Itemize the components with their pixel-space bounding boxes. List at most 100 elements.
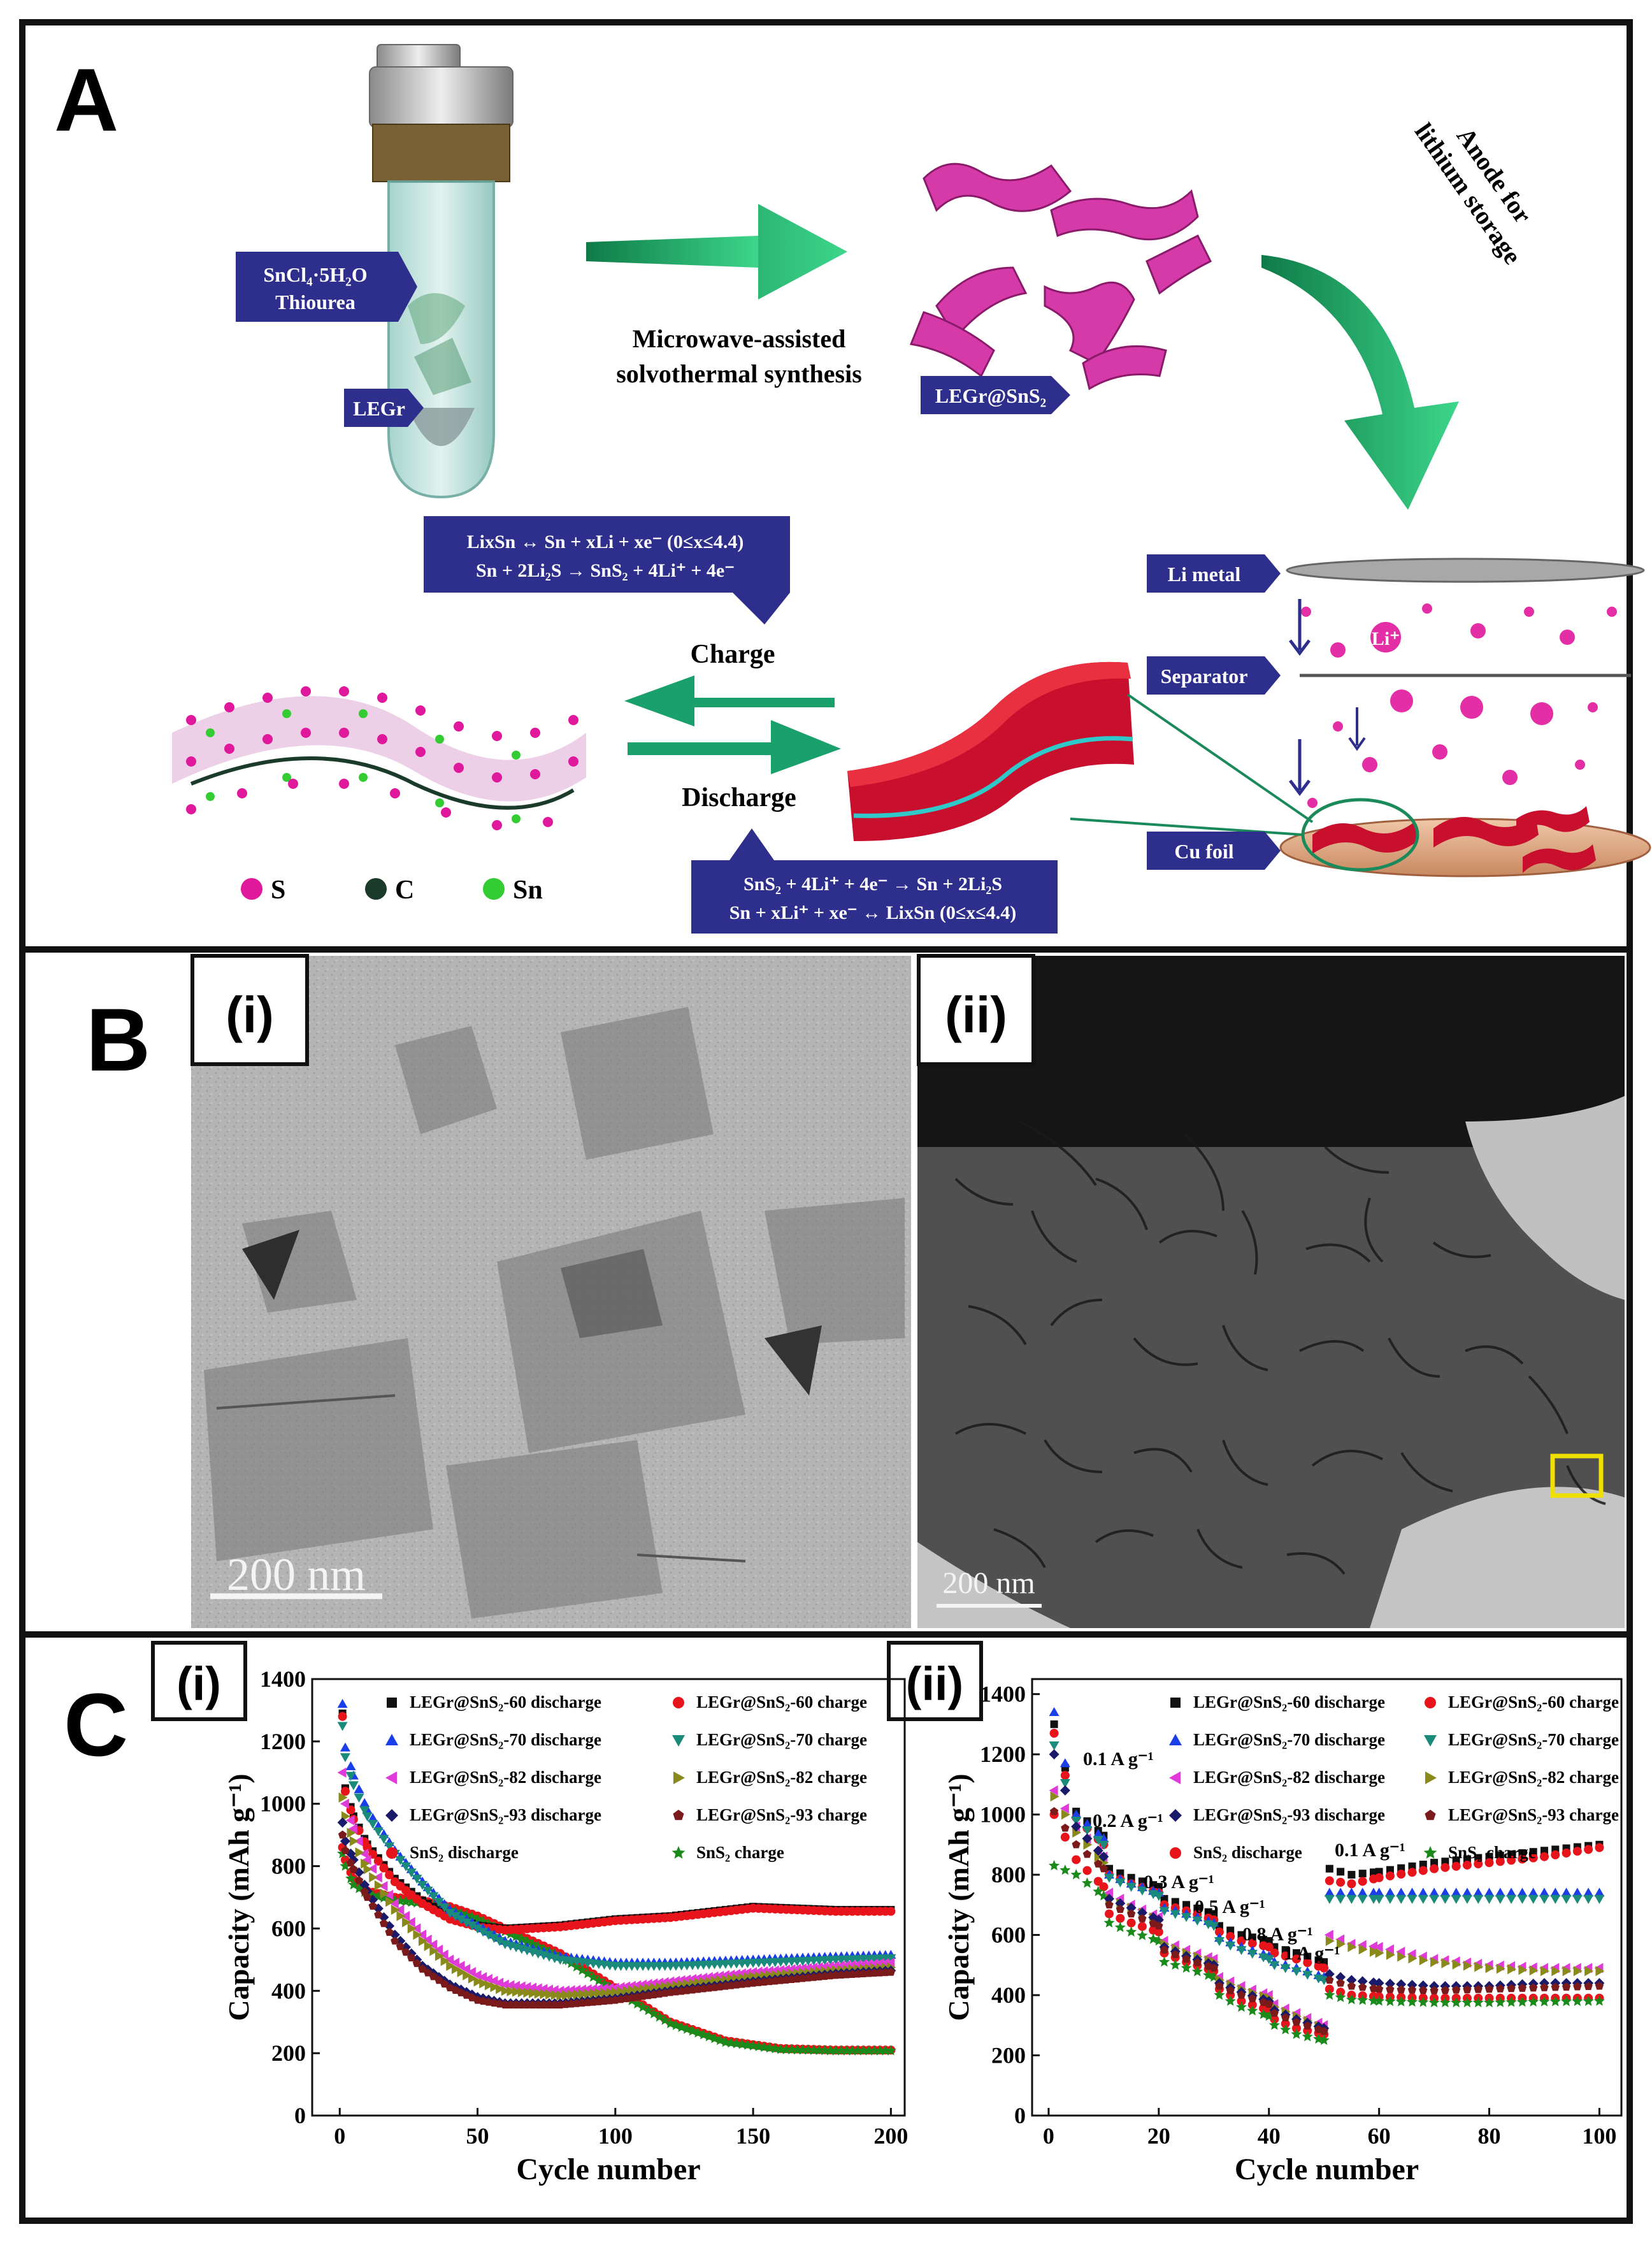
data-point xyxy=(435,1951,444,1961)
charge-equation-callout: LixSn ↔ Sn + xLi + xe⁻ (0≤x≤4.4) Sn + 2L… xyxy=(424,516,790,624)
data-point xyxy=(747,2040,759,2051)
legend-marker xyxy=(385,1771,397,1784)
data-point xyxy=(1182,1954,1191,1963)
data-point xyxy=(1583,1995,1594,2006)
data-point xyxy=(610,1982,619,1993)
data-point xyxy=(499,1979,509,1990)
data-point xyxy=(1281,1946,1289,1954)
x-tick-label: 80 xyxy=(1478,2123,1501,2149)
legr-sns2-flakes-icon xyxy=(909,162,1212,391)
data-point xyxy=(1408,1953,1418,1964)
legend-label: LEGr@SnS₂-70 discharge xyxy=(1193,1730,1385,1749)
data-point xyxy=(1265,1937,1273,1945)
data-point xyxy=(1358,1944,1368,1955)
data-point xyxy=(368,1820,378,1829)
data-point xyxy=(1418,1996,1429,2007)
data-point xyxy=(880,1958,889,1968)
data-point xyxy=(698,1972,708,1983)
data-point xyxy=(1104,1873,1115,1883)
data-point xyxy=(457,1966,466,1977)
data-point xyxy=(1551,1850,1560,1859)
data-point xyxy=(1495,1857,1505,1866)
data-point xyxy=(412,1959,422,1967)
carbon-atom-icon xyxy=(365,878,387,900)
legend-label: LEGr@SnS₂-70 charge xyxy=(1448,1730,1619,1749)
data-point xyxy=(401,1947,410,1956)
data-point xyxy=(1507,1856,1516,1865)
legend-marker xyxy=(672,1735,685,1747)
data-point xyxy=(1440,1894,1451,1904)
data-point xyxy=(1473,1894,1484,1904)
down-arrow-icon xyxy=(1348,707,1366,751)
data-point xyxy=(874,2045,886,2056)
data-point xyxy=(1170,1910,1181,1919)
data-point xyxy=(1358,1877,1367,1886)
data-point xyxy=(361,1858,370,1869)
data-point xyxy=(847,1959,856,1970)
data-point xyxy=(1551,1982,1560,1991)
data-point xyxy=(489,1934,499,1944)
data-point xyxy=(1103,1917,1115,1928)
data-point xyxy=(373,1827,384,1836)
data-point xyxy=(1474,1854,1483,1862)
data-point xyxy=(1214,1989,1225,2000)
data-point xyxy=(720,2037,731,2047)
data-point xyxy=(1291,1954,1301,1964)
data-point xyxy=(1418,1866,1428,1875)
data-point xyxy=(1337,1868,1345,1876)
data-point xyxy=(340,1742,350,1752)
li-metal-disc xyxy=(1286,558,1645,583)
data-point xyxy=(1369,1947,1379,1958)
tube-legr-badge: LEGr xyxy=(344,389,424,427)
data-point xyxy=(413,1929,422,1940)
synthesis-arrow-shaft xyxy=(586,236,758,268)
data-point xyxy=(1396,1887,1407,1897)
data-point xyxy=(1485,1963,1495,1973)
data-point xyxy=(407,1953,416,1962)
legend-marker xyxy=(1170,1847,1181,1859)
legend-label: LEGr@SnS₂-82 discharge xyxy=(410,1768,601,1787)
data-point xyxy=(1072,1855,1081,1864)
data-point xyxy=(1115,1878,1126,1887)
data-point xyxy=(1495,1887,1505,1897)
data-point xyxy=(341,1846,350,1854)
data-point xyxy=(1192,1916,1203,1926)
y-tick-label: 1400 xyxy=(980,1682,1026,1707)
data-point xyxy=(1049,1807,1059,1815)
down-arrow-icon xyxy=(1289,739,1311,797)
data-point xyxy=(1319,1963,1329,1973)
y-tick-label: 400 xyxy=(991,1982,1026,2008)
data-point xyxy=(1061,1809,1070,1820)
data-point xyxy=(1375,1868,1383,1876)
data-point xyxy=(742,1967,752,1978)
anode-particle-icon xyxy=(847,661,1134,841)
data-point xyxy=(852,1959,862,1970)
data-point xyxy=(665,1976,675,1987)
data-point xyxy=(1407,1887,1418,1897)
data-point xyxy=(1484,1894,1495,1904)
data-point xyxy=(1281,2019,1290,2028)
data-point xyxy=(439,1949,449,1960)
data-point xyxy=(1374,1978,1384,1989)
data-point xyxy=(781,1965,790,1975)
data-point xyxy=(1281,1951,1290,1961)
precursor-label-1: SnCl₄·5H₂O xyxy=(263,263,367,286)
data-point xyxy=(1496,1851,1504,1859)
x-tick-label: 60 xyxy=(1368,2123,1391,2149)
data-point xyxy=(422,1886,433,1896)
series-9 xyxy=(1049,1859,1605,2045)
data-point xyxy=(1116,1914,1125,1923)
data-point xyxy=(1463,1960,1472,1971)
data-point xyxy=(363,1893,372,1901)
x-tick-label: 50 xyxy=(466,2123,489,2149)
data-point xyxy=(731,1968,741,1979)
data-point xyxy=(517,1987,527,1998)
data-point xyxy=(1237,1996,1246,2006)
data-point xyxy=(1050,1791,1059,1802)
data-point xyxy=(391,1936,399,1945)
data-point xyxy=(1346,1887,1357,1897)
data-point xyxy=(1071,1809,1082,1819)
data-point xyxy=(1584,1845,1593,1854)
data-point xyxy=(1429,1887,1440,1897)
